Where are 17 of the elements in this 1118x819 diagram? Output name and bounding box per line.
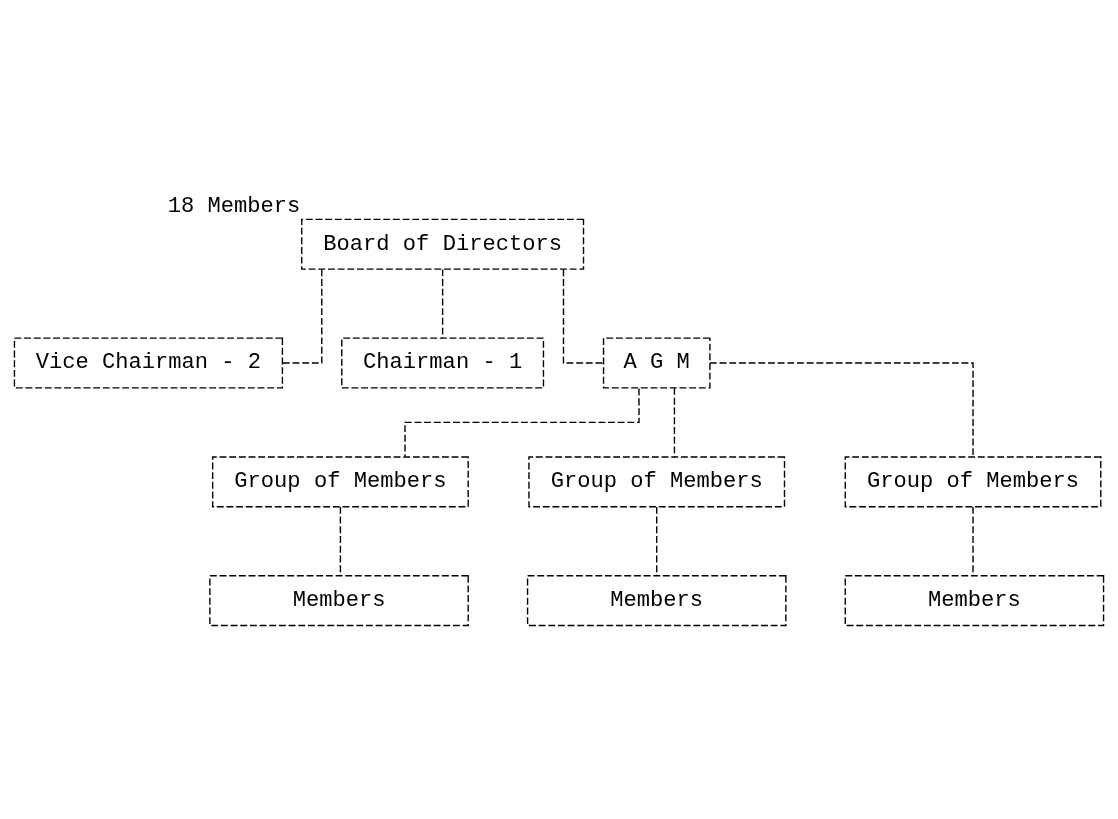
node-box: A G M <box>602 337 711 389</box>
node-box: Members <box>844 574 1105 626</box>
connector <box>404 387 640 457</box>
connector <box>673 387 676 457</box>
node-label: 18 Members <box>167 193 301 219</box>
connector <box>562 268 604 364</box>
node-box: Group of Members <box>528 455 786 507</box>
node-box: Group of Members <box>844 455 1102 507</box>
node-box: Members <box>209 574 469 626</box>
node-box: Board of Directors <box>301 218 585 270</box>
connector <box>281 268 323 364</box>
connector <box>709 361 974 457</box>
node-box: Vice Chairman - 2 <box>13 337 284 389</box>
node-box: Group of Members <box>211 455 469 507</box>
connector <box>441 268 444 339</box>
node-box: Chairman - 1 <box>341 337 545 389</box>
node-box: Members <box>526 574 787 626</box>
